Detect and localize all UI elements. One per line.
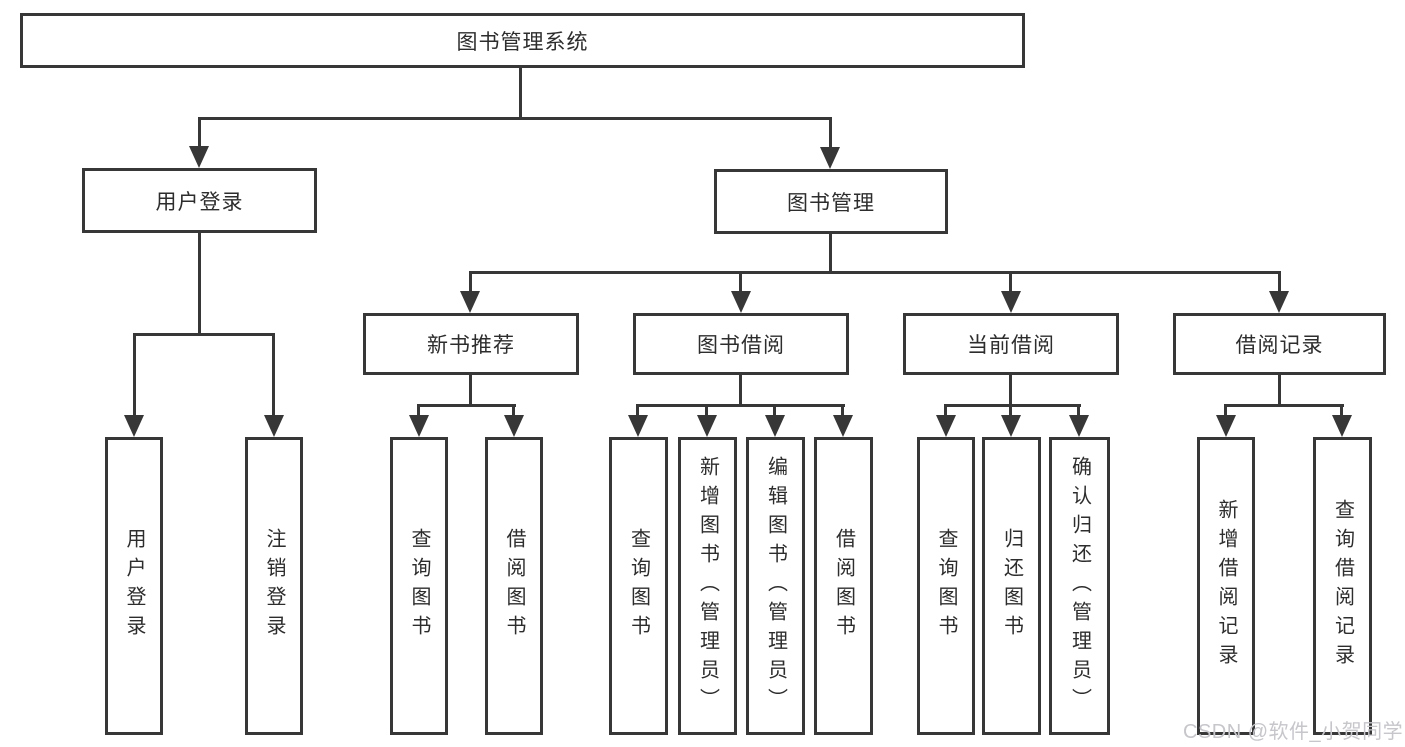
arrow-down-icon xyxy=(504,415,524,437)
leaf-query-books-recommend: 查询图书 xyxy=(390,437,448,735)
connector-line xyxy=(739,271,742,293)
connector-line xyxy=(944,404,1081,407)
connector-line xyxy=(636,404,845,407)
arrow-down-icon xyxy=(264,415,284,437)
connector-line xyxy=(1224,404,1227,417)
connector-line xyxy=(198,117,201,148)
arrow-down-icon xyxy=(820,147,840,169)
connector-line xyxy=(133,333,275,336)
connector-line xyxy=(417,404,420,417)
arrow-down-icon xyxy=(936,415,956,437)
connector-line xyxy=(773,404,776,417)
node-book-management: 图书管理 xyxy=(714,169,948,234)
leaf-add-borrow-record: 新增借阅记录 xyxy=(1197,437,1255,735)
arrow-down-icon xyxy=(1001,291,1021,313)
connector-line xyxy=(1009,375,1012,406)
node-user-login-label: 用户登录 xyxy=(155,190,244,214)
connector-line xyxy=(469,375,472,406)
arrow-down-icon xyxy=(460,291,480,313)
connector-line xyxy=(636,404,639,417)
connector-line xyxy=(198,117,831,120)
arrow-down-icon xyxy=(189,146,209,168)
connector-line xyxy=(1340,404,1343,417)
connector-line xyxy=(1278,375,1281,406)
leaf-user-login: 用户登录 xyxy=(105,437,163,735)
connector-line xyxy=(1009,404,1012,417)
node-new-book-recommend: 新书推荐 xyxy=(363,313,579,375)
leaf-confirm-return-admin: 确认归还（管理员） xyxy=(1049,437,1110,735)
connector-line xyxy=(739,375,742,406)
node-root-label: 图书管理系统 xyxy=(456,30,589,54)
connector-line xyxy=(1278,271,1281,293)
node-book-management-label: 图书管理 xyxy=(787,191,875,215)
arrow-down-icon xyxy=(1001,415,1021,437)
node-book-borrow-label: 图书借阅 xyxy=(697,334,785,357)
arrow-down-icon xyxy=(1216,415,1236,437)
leaf-query-books-current: 查询图书 xyxy=(917,437,975,735)
node-root: 图书管理系统 xyxy=(20,13,1025,68)
arrow-down-icon xyxy=(628,415,648,437)
node-user-login: 用户登录 xyxy=(82,168,317,233)
connector-line xyxy=(272,333,275,415)
arrow-down-icon xyxy=(1269,291,1289,313)
leaf-query-borrow-record: 查询借阅记录 xyxy=(1313,437,1372,735)
connector-line xyxy=(417,404,516,407)
arrow-down-icon xyxy=(697,415,717,437)
connector-line xyxy=(1224,404,1344,407)
connector-line xyxy=(512,404,515,417)
connector-line xyxy=(469,271,472,293)
arrow-down-icon xyxy=(1332,415,1352,437)
csdn-watermark: CSDN @软件_小贺同学 xyxy=(1183,721,1404,743)
leaf-add-books-admin: 新增图书（管理员） xyxy=(678,437,737,735)
node-current-borrow: 当前借阅 xyxy=(903,313,1119,375)
connector-line xyxy=(829,234,832,273)
connector-line xyxy=(469,271,1281,274)
leaf-query-books-borrow: 查询图书 xyxy=(609,437,668,735)
node-new-book-recommend-label: 新书推荐 xyxy=(427,334,515,357)
arrow-down-icon xyxy=(833,415,853,437)
leaf-borrow-books-recommend: 借阅图书 xyxy=(485,437,543,735)
connector-line xyxy=(133,333,136,415)
connector-line xyxy=(841,404,844,417)
node-borrow-records-label: 借阅记录 xyxy=(1235,334,1324,357)
connector-line xyxy=(519,68,522,117)
node-book-borrow: 图书借阅 xyxy=(633,313,849,375)
node-current-borrow-label: 当前借阅 xyxy=(967,334,1055,357)
connector-line xyxy=(198,233,201,335)
leaf-edit-books-admin: 编辑图书（管理员） xyxy=(746,437,805,735)
node-borrow-records: 借阅记录 xyxy=(1173,313,1386,375)
arrow-down-icon xyxy=(124,415,144,437)
connector-line xyxy=(1077,404,1080,417)
leaf-borrow-books: 借阅图书 xyxy=(814,437,873,735)
connector-line xyxy=(1009,271,1012,293)
arrow-down-icon xyxy=(1069,415,1089,437)
leaf-logout: 注销登录 xyxy=(245,437,303,735)
connector-line xyxy=(705,404,708,417)
leaf-return-books: 归还图书 xyxy=(982,437,1041,735)
arrow-down-icon xyxy=(409,415,429,437)
connector-line xyxy=(829,117,832,148)
connector-line xyxy=(944,404,947,417)
arrow-down-icon xyxy=(731,291,751,313)
arrow-down-icon xyxy=(765,415,785,437)
